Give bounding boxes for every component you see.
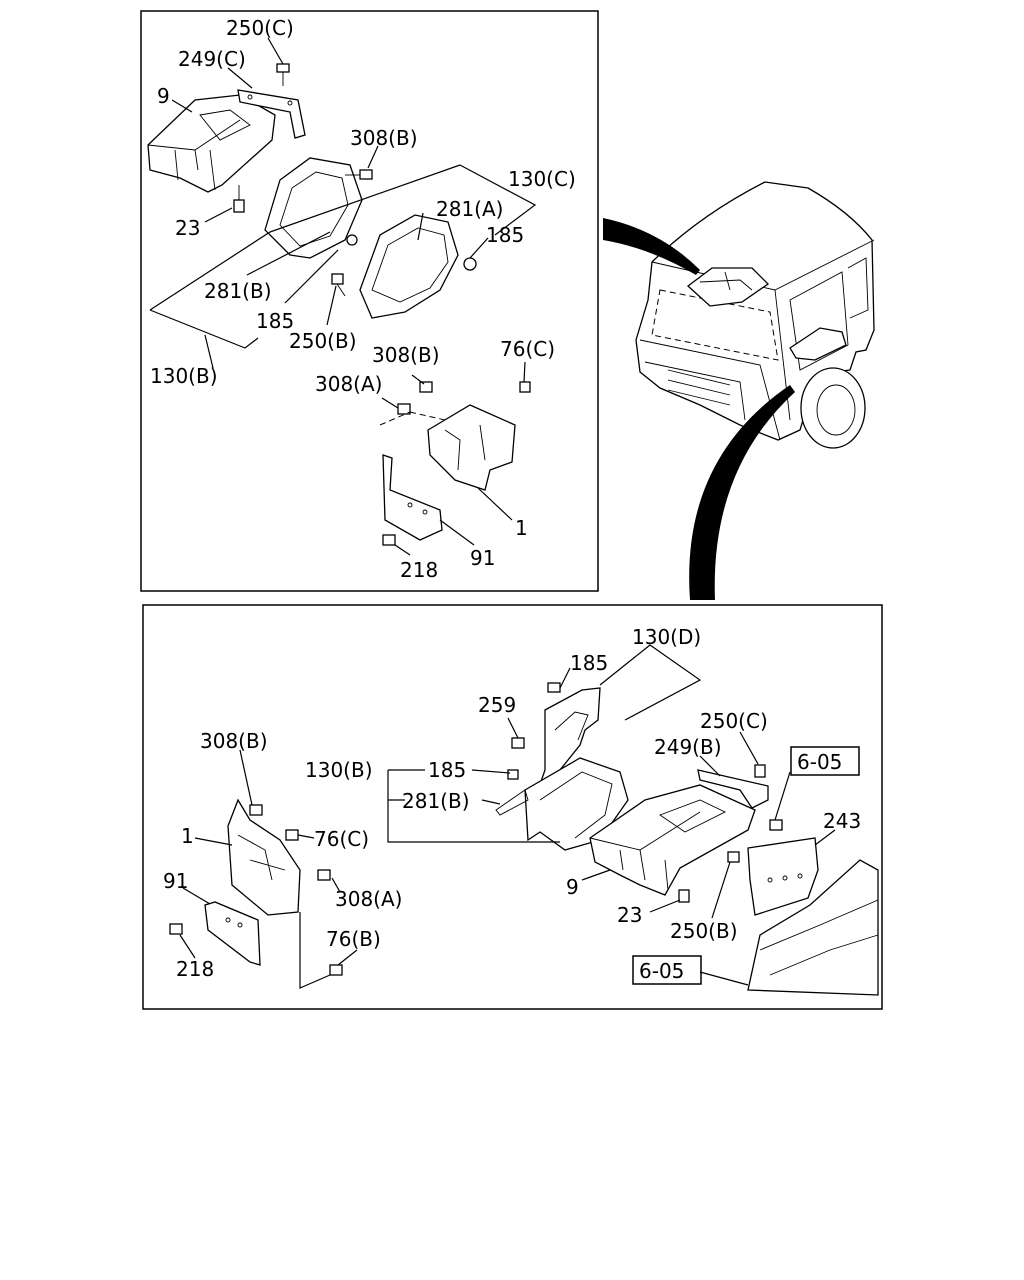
truck-cab-illustration [603, 181, 875, 600]
label-185-b: 185 [256, 309, 294, 333]
label-249b: 249(B) [654, 735, 722, 759]
label-218: 218 [176, 957, 214, 981]
part-9-top-illustration [147, 94, 276, 193]
label-130d: 130(D) [632, 625, 701, 649]
bolt-308b-top-illustration [345, 169, 373, 180]
clip-185-top-illustration [346, 234, 477, 271]
label-185: 185 [570, 651, 608, 675]
part-281a-top-illustration [359, 214, 459, 319]
label-281b: 281(B) [204, 279, 272, 303]
part-281b-bottom-illustration [495, 757, 629, 851]
top-panel-frame [140, 10, 599, 592]
label-76c: 76(C) [500, 337, 555, 361]
ref-box-1 [790, 746, 860, 776]
part-91-bottom-illustration [204, 901, 261, 966]
label-9: 9 [157, 84, 170, 108]
label-130b: 130(B) [150, 364, 218, 388]
label-1: 1 [181, 824, 194, 848]
bolts-bottom-illustration [169, 682, 783, 976]
part-249c-top-illustration [237, 89, 306, 139]
label-91: 91 [470, 546, 495, 570]
part-1-top-illustration [427, 404, 516, 491]
bolt-250b-top-illustration [331, 273, 346, 297]
ref-label-2: 6-05 [639, 959, 684, 983]
label-249c: 249(C) [178, 47, 246, 71]
label-250b: 250(B) [670, 919, 738, 943]
label-91: 91 [163, 869, 188, 893]
ref-label-1: 6-05 [797, 750, 842, 774]
bottom-leader-lines [179, 644, 836, 989]
bottom-panel-frame [142, 604, 883, 1010]
part-9-bottom-illustration [589, 784, 756, 896]
label-250c: 250(C) [226, 16, 294, 40]
part-1-bottom-illustration [227, 798, 301, 916]
label-23: 23 [617, 903, 642, 927]
label-250b: 250(B) [289, 329, 357, 353]
bolt-250c-top-illustration [276, 63, 290, 86]
label-130c: 130(C) [508, 167, 576, 191]
label-308a: 308(A) [335, 887, 402, 911]
fender-bottom-illustration [747, 859, 879, 996]
label-185-b: 185 [428, 758, 466, 782]
label-23: 23 [175, 216, 200, 240]
label-185-a: 185 [486, 223, 524, 247]
bottom-panel-labels: 130(D) 185 259 250(C) 249(B) 308(B) 130(… [163, 625, 861, 985]
ref-box-2 [632, 955, 702, 985]
label-308b: 308(B) [200, 729, 268, 753]
label-281a: 281(A) [436, 197, 503, 221]
label-76b: 76(B) [326, 927, 381, 951]
top-leader-lines [149, 37, 537, 556]
label-281b: 281(B) [402, 789, 470, 813]
label-9: 9 [566, 875, 579, 899]
label-1: 1 [515, 516, 528, 540]
part-243-bottom-illustration [747, 837, 819, 916]
label-243: 243 [823, 809, 861, 833]
label-76c: 76(C) [314, 827, 369, 851]
label-308b: 308(B) [350, 126, 418, 150]
part-91-top-illustration [382, 454, 443, 541]
label-259: 259 [478, 693, 516, 717]
label-218: 218 [400, 558, 438, 582]
label-250c: 250(C) [700, 709, 768, 733]
bolts-top-lower-illustration [379, 381, 531, 546]
label-308b-2: 308(B) [372, 343, 440, 367]
bolt-23-top-illustration [233, 185, 245, 213]
label-130b: 130(B) [305, 758, 373, 782]
part-249b-bottom-illustration [697, 769, 769, 809]
label-308a: 308(A) [315, 372, 382, 396]
top-panel-labels: 250(C) 249(C) 9 308(B) 130(C) 281(A) 185… [150, 16, 576, 582]
